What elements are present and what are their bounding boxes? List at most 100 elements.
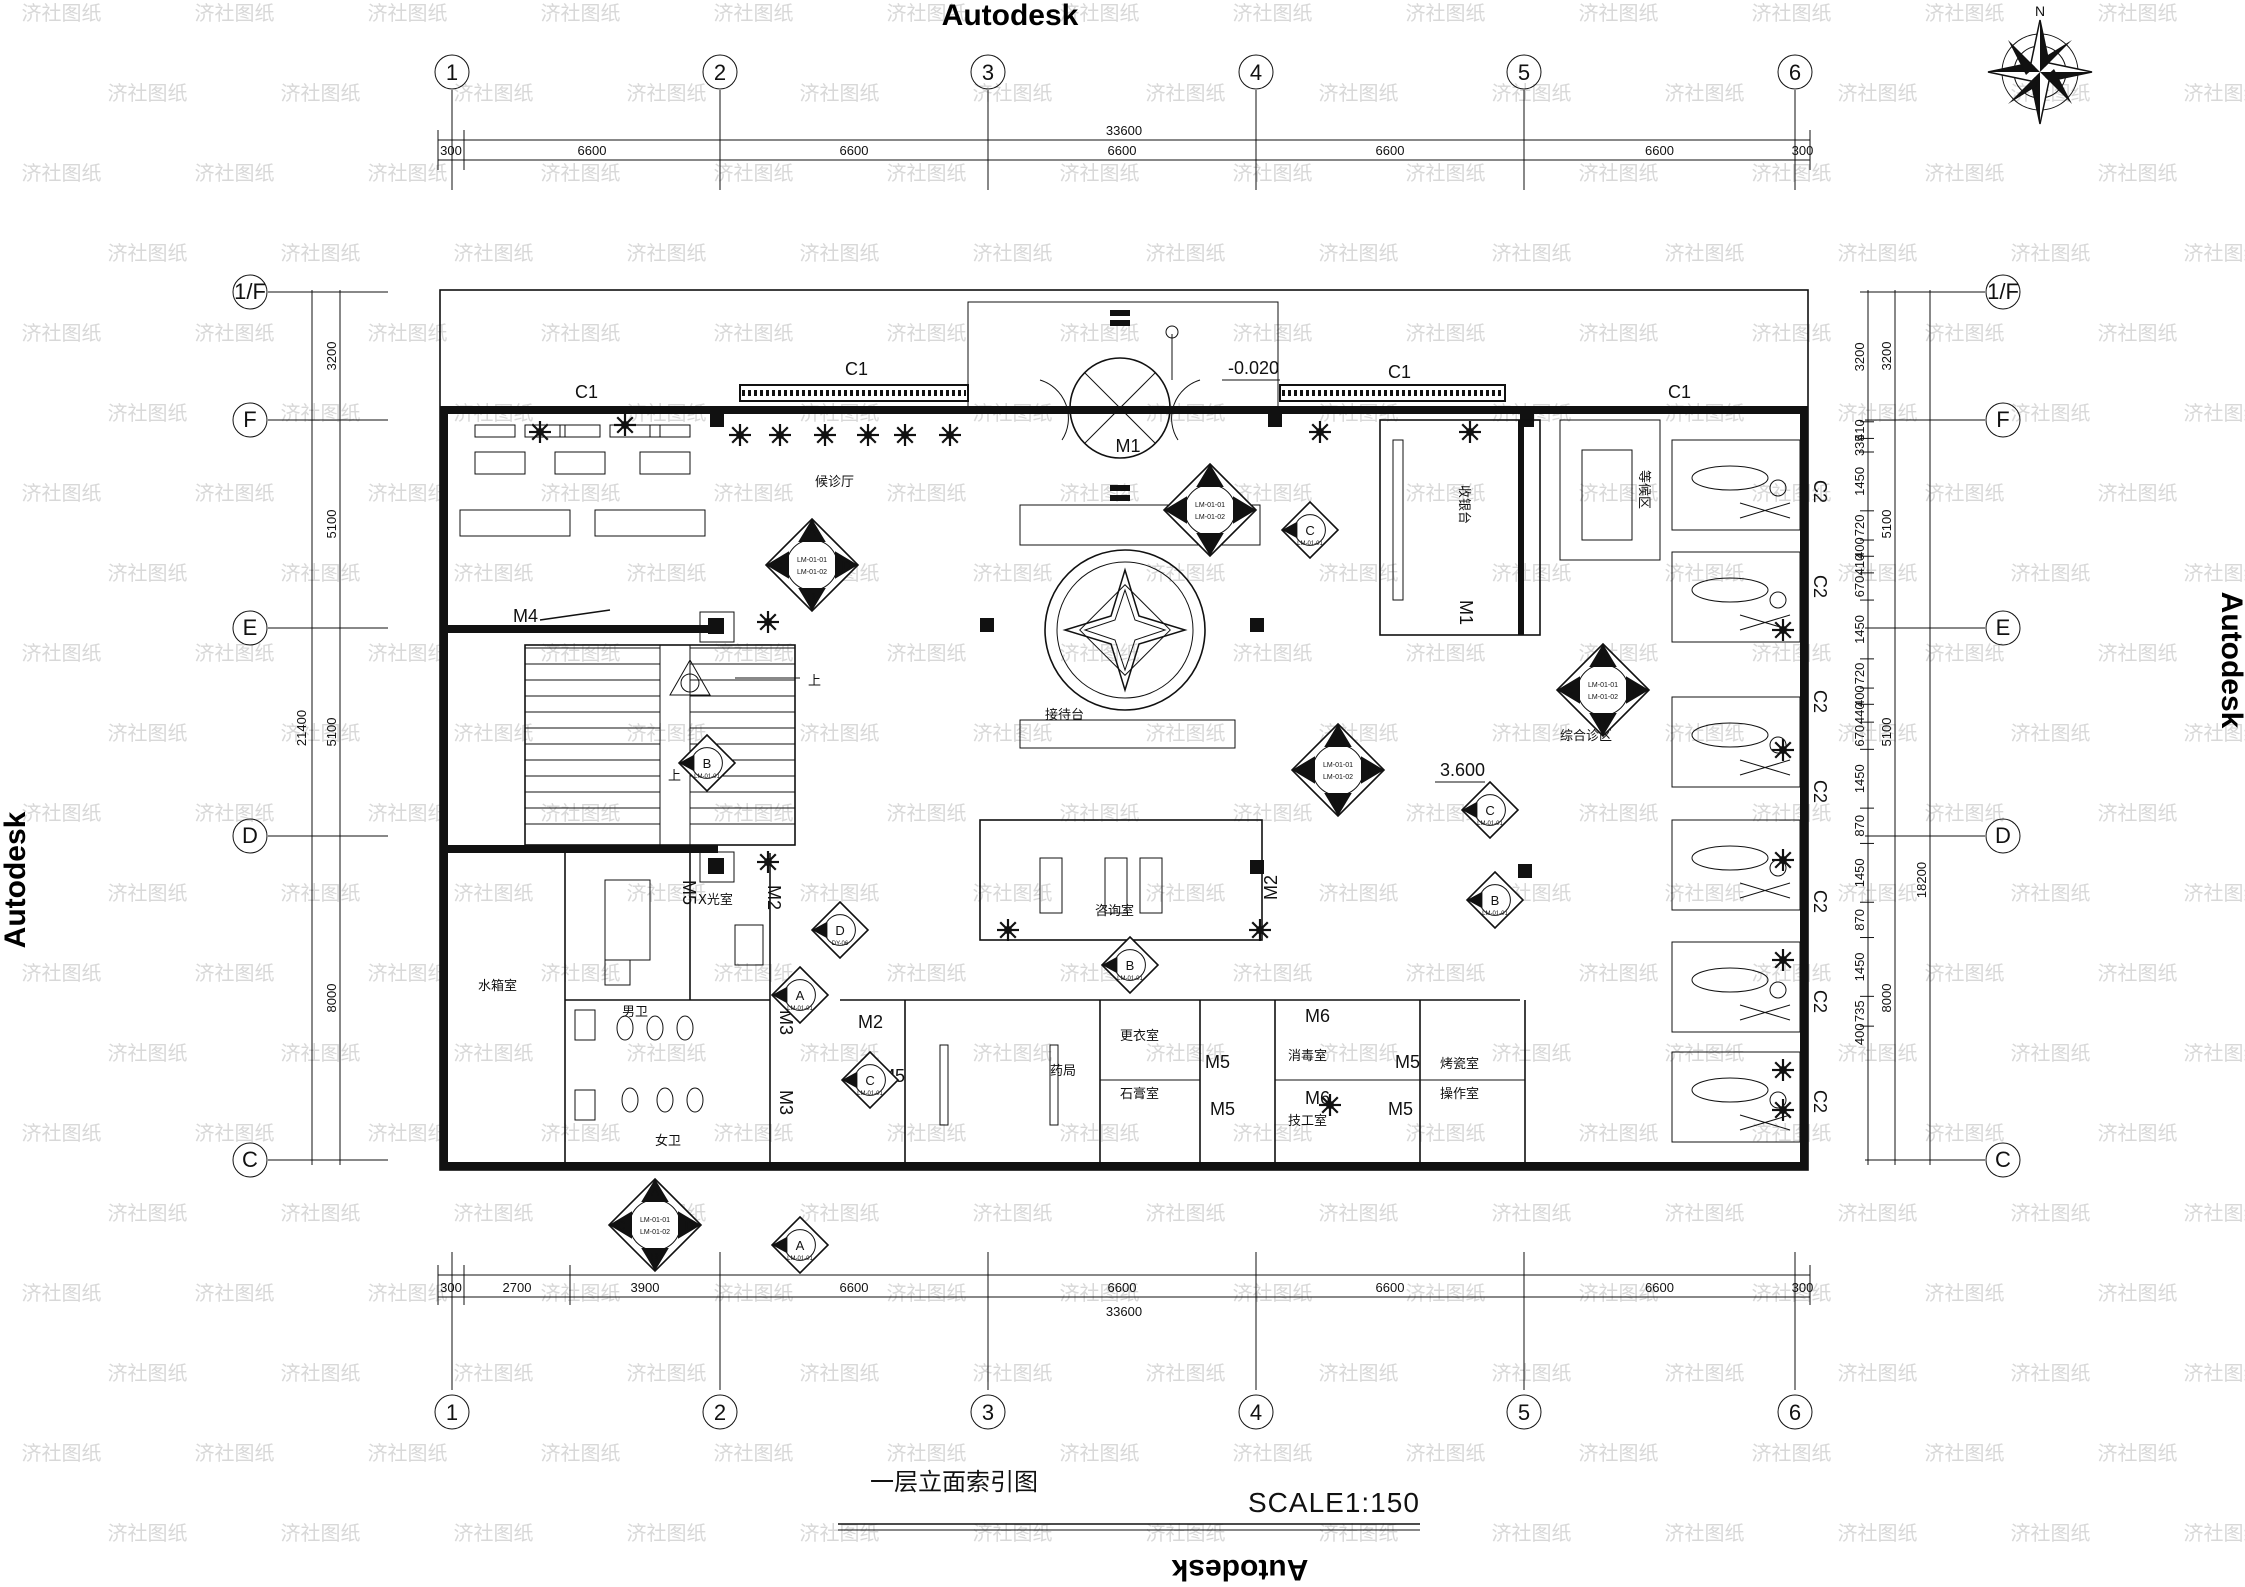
left-total-dim: 21400 <box>294 710 309 746</box>
watermark-text: 济社图纸 <box>714 161 794 185</box>
watermark-text: 济社图纸 <box>454 561 534 585</box>
grid-row-label: 1/F <box>1987 279 2019 304</box>
right-dim-inner: 670 <box>1852 725 1867 747</box>
elevation-index-symbol: DDY-06 <box>810 900 870 960</box>
dental-chairs <box>1671 439 1801 1143</box>
watermark-text: 济社图纸 <box>1319 561 1399 585</box>
grid-bubble-bottom <box>702 1394 738 1430</box>
door-m6-b: M6 <box>1305 1088 1330 1108</box>
room-bake: 烤瓷室 <box>1440 1056 1479 1072</box>
watermark-text: 济社图纸 <box>108 561 188 585</box>
watermark-text: 济社图纸 <box>2011 241 2091 265</box>
index-code: LM-01-02 <box>1323 774 1353 781</box>
right-dim-inner: 440 <box>1852 702 1867 724</box>
cashier-area: 收银台 M1 <box>1379 419 1541 636</box>
index-letter: C <box>1299 763 1308 778</box>
watermark-text: 济社图纸 <box>541 161 621 185</box>
grid-col-label: 1 <box>446 60 458 85</box>
right-dim-inner: 1450 <box>1852 952 1867 981</box>
watermark-text: 济社图纸 <box>108 81 188 105</box>
index-letter: C <box>1485 803 1494 818</box>
watermark-text: 济社图纸 <box>1406 641 1486 665</box>
watermark-text: 济社图纸 <box>281 241 361 265</box>
watermark-text: 济社图纸 <box>800 721 880 745</box>
watermark-text: 济社图纸 <box>1060 1 1140 25</box>
watermark-text: 济社图纸 <box>1492 81 1572 105</box>
watermark-text: 济社图纸 <box>1319 81 1399 105</box>
elevation-index-symbol: ALM-01-01 <box>770 1215 830 1275</box>
bottom-dim-segment: 6600 <box>840 1280 869 1295</box>
plant-icon <box>529 421 551 443</box>
dental-chair <box>1691 1077 1769 1103</box>
grid-col-label: 3 <box>982 60 994 85</box>
elevation-index-symbol: CLM-01-01 <box>1280 500 1340 560</box>
watermark-text: 济社图纸 <box>454 81 534 105</box>
bottom-dim-segment: 300 <box>440 1280 462 1295</box>
index-letter: A <box>651 1184 660 1199</box>
grid-bubble-bottom <box>1238 1394 1274 1430</box>
grid-col-label: 2 <box>714 1400 726 1425</box>
room-cashier: 收银台 <box>1456 485 1471 524</box>
watermark-text: 济社图纸 <box>2184 721 2245 745</box>
watermark-text: 济社图纸 <box>2011 881 2091 905</box>
window-c2-label: C2 <box>1810 990 1830 1013</box>
index-code: LM-01-02 <box>797 569 827 576</box>
compass-north-label: N <box>2035 3 2045 19</box>
door-m5-a: M5 <box>1205 1052 1230 1072</box>
index-code: LM-01-01 <box>1588 682 1618 689</box>
watermark-text: 济社图纸 <box>800 81 880 105</box>
watermark-text: 济社图纸 <box>1752 1121 1832 1145</box>
plant-icon <box>997 919 1019 941</box>
watermark-text: 济社图纸 <box>1665 721 1745 745</box>
plant-icon <box>1319 1094 1341 1116</box>
door-m2-consult: M2 <box>1261 875 1281 900</box>
door-m3-a: M3 <box>776 1010 796 1035</box>
plant-icon <box>1772 619 1794 641</box>
watermark-text: 济社图纸 <box>195 1 275 25</box>
watermark-text: 济社图纸 <box>627 81 707 105</box>
index-letter: B <box>703 756 712 771</box>
index-letter: D <box>685 1218 694 1233</box>
room-consult: 咨询室 <box>1095 903 1134 919</box>
watermark-text: 济社图纸 <box>1579 1441 1659 1465</box>
watermark-text: 济社图纸 <box>1752 801 1832 825</box>
watermark-text: 济社图纸 <box>281 1361 361 1385</box>
brand-left: Autodesk <box>0 811 32 948</box>
room-lounge: 等候区 <box>1636 470 1652 509</box>
right-dim-outer: 8000 <box>1879 984 1894 1013</box>
plant-icon <box>857 424 879 446</box>
watermark-text: 济社图纸 <box>281 1041 361 1065</box>
watermark-text: 济社图纸 <box>1492 1201 1572 1225</box>
watermark-text: 济社图纸 <box>454 1201 534 1225</box>
bottom-dim-segment: 6600 <box>1645 1280 1674 1295</box>
watermark-text: 济社图纸 <box>2098 1441 2178 1465</box>
door-m4-label: M4 <box>513 606 538 626</box>
watermark-text: 济社图纸 <box>2184 1041 2245 1065</box>
left-dim-segment: 3200 <box>324 342 339 371</box>
bottom-dim-segment: 2700 <box>503 1280 532 1295</box>
watermark-text: 济社图纸 <box>1060 481 1140 505</box>
grid-row-label: D <box>1995 823 2011 848</box>
right-dim-outer: 3200 <box>1879 342 1894 371</box>
watermark-text: 济社图纸 <box>627 721 707 745</box>
watermark-text: 济社图纸 <box>2184 561 2245 585</box>
watermark-text: 济社图纸 <box>368 321 448 345</box>
index-letter: A <box>796 1238 805 1253</box>
room-ops: 操作室 <box>1440 1086 1479 1102</box>
right-dim-inner: 1450 <box>1852 764 1867 793</box>
index-letter: C <box>616 1218 625 1233</box>
index-code: LM-01-01 <box>694 774 720 780</box>
watermark-text: 济社图纸 <box>714 801 794 825</box>
watermark-text: 济社图纸 <box>973 881 1053 905</box>
watermark-text: 济社图纸 <box>2098 1 2178 25</box>
right-dim-inner: 735 <box>1852 1000 1867 1022</box>
index-code: LM-01-01 <box>787 1006 813 1012</box>
grid-bubble-left <box>232 402 268 438</box>
plant-icon <box>757 851 779 873</box>
watermark-text: 济社图纸 <box>195 641 275 665</box>
watermark-text: 济社图纸 <box>1406 961 1486 985</box>
watermark-text: 济社图纸 <box>1319 1041 1399 1065</box>
right-dim-inner: 720 <box>1852 663 1867 685</box>
